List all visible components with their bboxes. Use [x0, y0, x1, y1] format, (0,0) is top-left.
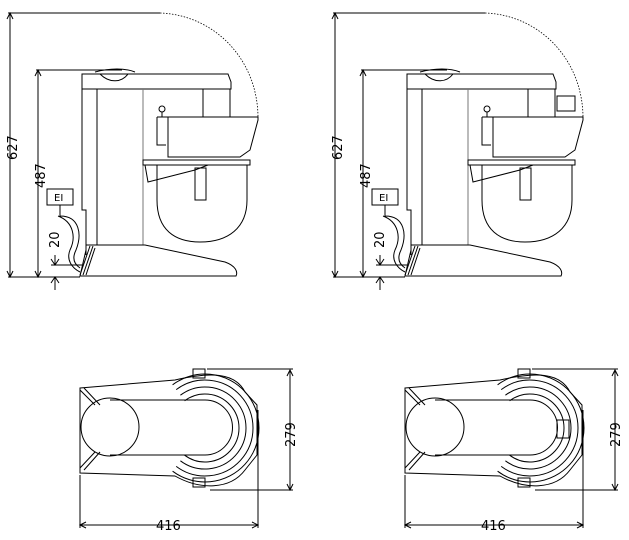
- dim-body-height-label: 487: [34, 163, 49, 188]
- bowl: [481, 165, 573, 243]
- left-views: 627 487 20 EI 279 416: [6, 11, 299, 534]
- plan-head-circle: [80, 397, 140, 457]
- plan-bowl-ring: [184, 393, 240, 463]
- dim-total-height-label: 627: [331, 135, 346, 160]
- head-top: [406, 73, 557, 90]
- extension-lines: [79, 410, 259, 528]
- plan-bowl-ring: [172, 373, 260, 483]
- base-hatching: [79, 245, 96, 276]
- plan-outline: [79, 374, 258, 487]
- plan-arm: [110, 399, 233, 456]
- side-elevation: [331, 11, 584, 290]
- plan-tab-top: [192, 368, 206, 379]
- plan-side-box: [556, 419, 570, 439]
- plan-bowl-ring: [500, 379, 579, 477]
- head-lid: [419, 68, 461, 82]
- bowl-hopper: [481, 116, 584, 158]
- side-box: [556, 95, 576, 112]
- base-hatching: [404, 245, 421, 276]
- lid-swing-arc: [159, 12, 259, 119]
- motor-box: [527, 88, 556, 118]
- plan-bowl-ring: [505, 386, 572, 470]
- base: [79, 244, 238, 277]
- plan-view: [78, 368, 294, 529]
- lever-knob: [158, 105, 166, 113]
- plan-tab-bottom: [517, 477, 531, 488]
- dim-clearance-label: 20: [373, 231, 388, 248]
- dim-depth-label: 279: [609, 422, 624, 447]
- plan-bowl-ring: [180, 386, 247, 470]
- extension-lines: [404, 410, 584, 528]
- power-cable: [57, 205, 81, 273]
- plan-view: [403, 368, 619, 529]
- motor-box: [202, 88, 231, 118]
- plan-outline: [404, 374, 583, 487]
- extension-lines: [532, 368, 618, 491]
- plan-bowl-ring: [175, 379, 254, 477]
- plan-tab-bottom: [192, 477, 206, 488]
- head-lid: [94, 68, 136, 82]
- base: [404, 244, 563, 277]
- extension-lines: [8, 12, 160, 278]
- head-top: [81, 73, 232, 90]
- plan-head-circle: [405, 397, 465, 457]
- dim-clearance-line: [50, 255, 82, 290]
- cable-label: EI: [379, 193, 388, 204]
- dim-depth-label: 279: [284, 422, 299, 447]
- dim-width-label: 416: [481, 519, 506, 534]
- extension-lines: [207, 368, 293, 491]
- spout: [194, 167, 207, 201]
- dim-body-height-label: 487: [359, 163, 374, 188]
- dim-clearance-line: [375, 255, 407, 290]
- bowl-rim: [142, 159, 251, 166]
- plan-corner-detail: [404, 387, 426, 471]
- plan-arm: [435, 399, 558, 456]
- column: [406, 89, 423, 255]
- plan-bowl-ring: [509, 393, 565, 463]
- bowl-rim: [467, 159, 576, 166]
- plan-bowl-ring: [497, 373, 585, 483]
- plan-corner-detail: [79, 387, 101, 471]
- spout: [519, 167, 532, 201]
- cable-label: EI: [54, 193, 63, 204]
- dim-width-label: 416: [156, 519, 181, 534]
- lever-knob: [483, 105, 491, 113]
- dim-clearance-label: 20: [48, 231, 63, 248]
- side-elevation: [6, 11, 259, 290]
- bowl: [156, 165, 248, 243]
- dim-total-height-label: 627: [6, 135, 21, 160]
- right-views: 627 487 20 EI 279 416: [331, 11, 624, 534]
- plan-tab-top: [517, 368, 531, 379]
- power-cable: [382, 205, 406, 273]
- extension-lines: [333, 12, 485, 278]
- column: [81, 89, 98, 255]
- bowl-hopper: [156, 116, 259, 158]
- lid-swing-arc: [484, 12, 584, 119]
